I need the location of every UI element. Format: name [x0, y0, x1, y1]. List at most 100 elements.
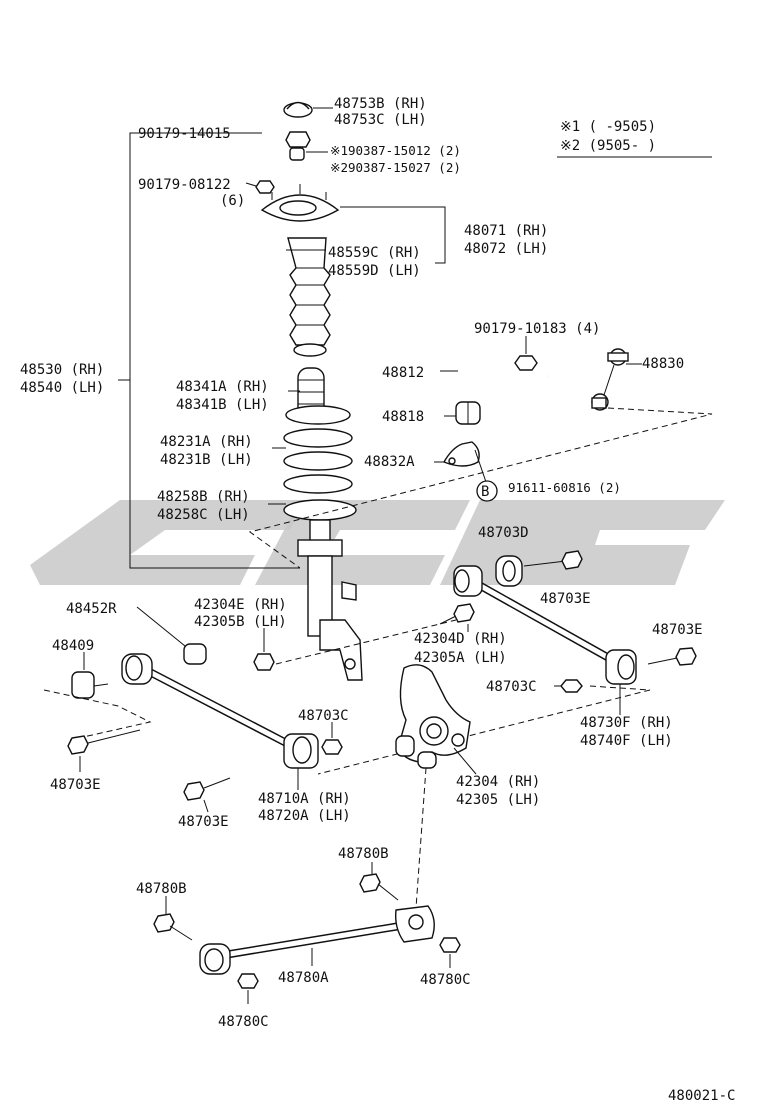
callout-b-marker: B [476, 480, 498, 502]
label-290387: ※290387-15027 (2) [330, 160, 461, 175]
nut-48703C-mid [321, 739, 343, 755]
label-48753-rh: 48753B (RH) [334, 96, 427, 112]
legend-note-1: ※1 ( -9505) [560, 119, 656, 135]
label-48710A-lh: 48720A (LH) [258, 808, 351, 824]
bushing-48409 [71, 671, 109, 699]
label-48780B-left: 48780B [136, 881, 187, 897]
label-90179-14015: 90179-14015 [138, 126, 231, 142]
bolt-48703E-top [523, 550, 583, 570]
label-48730F-lh: 48740F (LH) [580, 733, 673, 749]
label-42304E-lh: 42305B (LH) [194, 614, 287, 630]
leader-42304 [453, 747, 477, 775]
label-48341-rh: 48341A (RH) [176, 379, 269, 395]
label-42304D-lh: 42305A (LH) [414, 650, 507, 666]
label-48832A: 48832A [364, 454, 415, 470]
bushing-48703D [495, 555, 523, 587]
leader-48071 [340, 206, 446, 264]
strut-assembly-bracket [129, 132, 300, 569]
bolt-48703E-bottom [183, 777, 231, 801]
callout-b-letter: B [481, 484, 489, 500]
label-48071-rh: 48071 (RH) [464, 223, 548, 239]
nut-48780C-right [439, 937, 461, 953]
label-48753-lh: 48753C (LH) [334, 112, 427, 128]
leader-48452R [136, 606, 186, 647]
leader-callout-b [474, 449, 487, 483]
leader-48703E-bottom [203, 799, 209, 813]
watermark-logo [30, 500, 725, 585]
upper-mount-nut [255, 180, 275, 194]
label-48703D: 48703D [478, 525, 529, 541]
label-48559-lh: 48559D (LH) [328, 263, 421, 279]
rear-control-arm-upper [453, 565, 637, 685]
label-48341-lh: 48341B (LH) [176, 397, 269, 413]
bolt-48703E-left [67, 729, 141, 755]
strut-nut [285, 131, 311, 148]
bolt-48780B-top [359, 873, 399, 901]
dashed-link-strut-bolt [275, 619, 457, 665]
rear-control-arm-lower [121, 653, 319, 769]
label-48730F-rh: 48730F (RH) [580, 715, 673, 731]
leader-90179-08122 [245, 182, 257, 187]
nut-48703C-right [560, 679, 583, 693]
stabilizer-bushing [455, 401, 481, 425]
dashed-link-carrier [415, 767, 427, 909]
label-48703E-left: 48703E [50, 777, 101, 793]
diagram-id: 480021-C [668, 1088, 735, 1104]
label-90179-08122-qty: (6) [220, 193, 245, 209]
label-48703C-right: 48703C [486, 679, 537, 695]
label-48830: 48830 [642, 356, 684, 372]
label-90179-08122: 90179-08122 [138, 177, 231, 193]
stabilizer-bar [335, 298, 558, 408]
label-42304D-rh: 42304D (RH) [414, 631, 507, 647]
nut-48780C-bottom [237, 973, 259, 989]
label-42304-rh: 42304 (RH) [456, 774, 540, 790]
label-48231-lh: 48231B (LH) [160, 452, 253, 468]
bolt-48703E-right [647, 647, 697, 666]
stabilizer-bracket [442, 441, 480, 467]
label-48071-lh: 48072 (LH) [464, 241, 548, 257]
label-48812: 48812 [382, 365, 424, 381]
label-90179-10183: 90179-10183 (4) [474, 321, 600, 337]
label-48409: 48409 [52, 638, 94, 654]
label-48258-lh: 48258C (LH) [157, 507, 250, 523]
legend: ※1 ( -9505) ※2 (9505- ) [557, 119, 712, 158]
coil-spring [283, 405, 353, 494]
label-48703E-top: 48703E [540, 591, 591, 607]
label-48710A-rh: 48710A (RH) [258, 791, 351, 807]
label-48780A: 48780A [278, 970, 329, 986]
label-48703C-mid: 48703C [298, 708, 349, 724]
label-48530-rh: 48530 (RH) [20, 362, 104, 378]
label-42304-lh: 42305 (LH) [456, 792, 540, 808]
label-48703E-bottom: 48703E [178, 814, 229, 830]
stabilizer-link [591, 348, 629, 411]
rear-axle-carrier [395, 664, 471, 769]
label-42304E-rh: 42304E (RH) [194, 597, 287, 613]
label-48530-lh: 48540 (LH) [20, 380, 104, 396]
dashed-link-arm [317, 685, 651, 775]
label-48780C-bottom: 48780C [218, 1014, 269, 1030]
nut-42304E [253, 653, 275, 671]
upper-mount-cap [283, 101, 313, 118]
label-48780B-top: 48780B [338, 846, 389, 862]
label-48559-rh: 48559C (RH) [328, 245, 421, 261]
shock-absorber [283, 499, 363, 681]
label-48780C-right: 48780C [420, 972, 471, 988]
bolt-42304D [439, 603, 475, 625]
label-190387: ※190387-15012 (2) [330, 143, 461, 158]
strut-bushing [289, 147, 305, 161]
bolt-48780B-left [153, 913, 193, 941]
label-48703E-right: 48703E [652, 622, 703, 638]
stabilizer-nut [514, 355, 538, 371]
dust-boot [287, 237, 331, 357]
dashed-link-stabilizer [248, 407, 713, 569]
part-labels: 48753B (RH) 48753C (LH) 90179-14015 ※190… [20, 96, 735, 1104]
upper-support [260, 184, 340, 222]
bushing-48452R [183, 643, 207, 665]
label-48452R: 48452R [66, 601, 117, 617]
dashed-link-48409 [43, 689, 152, 741]
trailing-arm [199, 905, 435, 975]
legend-note-2: ※2 (9505- ) [560, 138, 656, 154]
label-48231-rh: 48231A (RH) [160, 434, 253, 450]
label-48258-rh: 48258B (RH) [157, 489, 250, 505]
